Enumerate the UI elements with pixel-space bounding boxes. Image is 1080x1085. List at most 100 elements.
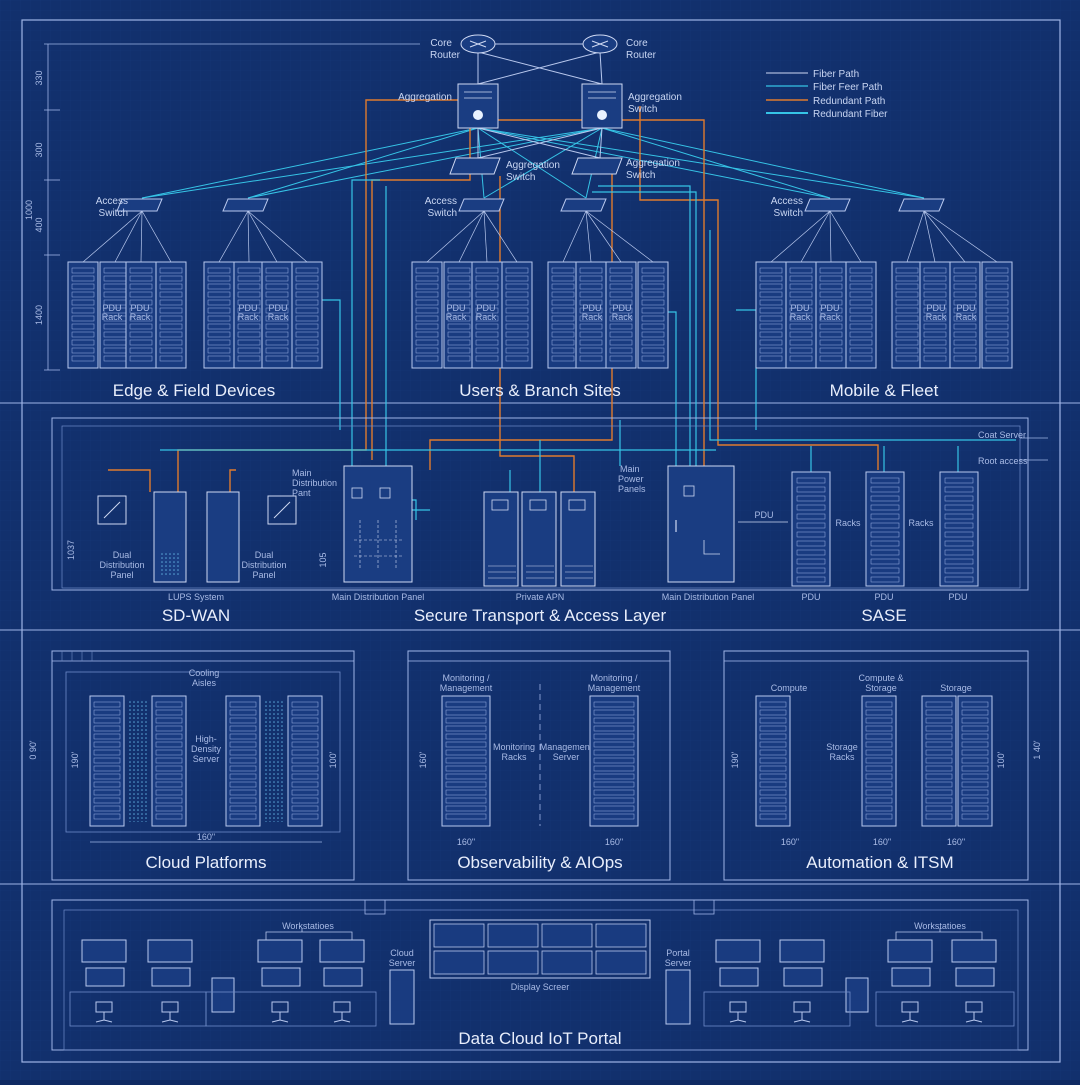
pdu-label: PDU [790,303,809,313]
main-dist-right-label: Main Distribution Panel [662,592,755,602]
auto-cs-label2: Storage [865,683,897,693]
obs-mgmt-2: Server [553,752,580,762]
server-rack [501,261,533,369]
cloud-rack [89,695,125,827]
cloud-rack [151,695,187,827]
rack-fanout [114,210,143,263]
server-rack [99,261,131,369]
dual-distribution-panel-left: Dual Distribution Panel [97,491,187,583]
display-panel [433,950,485,975]
server-racks-top: PDURackPDURackPDURackPDURackPDURackPDURa… [67,210,1013,369]
rack-label: Rack [956,312,977,322]
section-title-cloud: Cloud Platforms [146,853,267,872]
fiber-riser [709,230,1016,441]
access-switch [898,198,945,212]
fiber-riser [598,185,691,466]
cloud-rack [287,695,323,827]
aggregation-upper-right-label2: Switch [628,104,657,115]
rack-label: Rack [102,312,123,322]
server-rack [575,261,607,369]
display-panel [487,950,539,975]
aggregation-upper-left-label: Aggregation [398,92,452,103]
section-title-secure: Secure Transport & Access Layer [414,606,667,625]
main-dist-left-label: Main Distribution Panel [332,592,425,602]
workstation-bracket [895,928,983,940]
display-panel [595,923,647,948]
fiber-riser [592,191,697,466]
fiber-link [477,127,831,199]
file-cabinet [845,977,869,1013]
dual-right-label3: Panel [252,570,275,580]
monitor-upper [779,939,825,963]
section-title-sase: SASE [861,606,906,625]
rack-fanout [770,210,831,263]
outer-frame [21,19,1061,1063]
rack-label: Rack [476,312,497,322]
monitor-upper [319,939,365,963]
dual-left-label1: Dual [113,550,132,560]
section-title-sdwan: SD-WAN [162,606,230,625]
sase-rack [865,471,905,587]
obs-monracks-1: Monitoring [493,742,535,752]
server-rack [125,261,157,369]
rack-fanout [426,210,485,263]
core-link [477,51,601,85]
monitor-upper [147,939,193,963]
access-left-label1: Access [96,196,128,207]
access-mid-label2: Switch [428,208,457,219]
monitor-lower [323,967,363,987]
desk-row [703,991,851,1027]
pdu-label: PDU [476,303,495,313]
auto-sr-label1: Storage [826,742,858,752]
cloud-platforms-room: Cooling Aisles High- Density Server 190'… [28,650,355,881]
cooling-label2: Aisles [192,678,217,688]
rack-fanout [483,210,488,263]
pdu-label: PDU [926,303,945,313]
pdu-label: PDU [238,303,257,313]
core-link [599,51,603,85]
rack-fanout [906,210,925,263]
display-panel [433,923,485,948]
server-rack [981,261,1013,369]
workstations-label-right: Workstatioes [914,921,966,931]
redundant-path [108,469,151,492]
monitor-lower [783,967,823,987]
legend-label-redundant-fiber: Redundant Fiber [813,109,888,120]
cooling-aisle [264,700,284,822]
section-title-edge: Edge & Field Devices [113,381,276,400]
rack-label: Rack [612,312,633,322]
access-right-label1: Access [771,196,803,207]
obs-mon-right-2: Management [588,683,641,693]
rack-fanout [923,210,936,263]
sase-pdu-label-3: PDU [948,592,967,602]
desk-row [875,991,1015,1027]
auto-sr-label2: Racks [829,752,855,762]
auto-cs-label1: Compute & [858,673,903,683]
aggregation-upper-right-label1: Aggregation [628,92,682,103]
server-rack [67,261,99,369]
rack-fanout [483,210,518,263]
rack-label: Rack [238,312,259,322]
desk-row [205,991,377,1027]
automation-rack [921,695,957,827]
section-title-users: Users & Branch Sites [459,381,621,400]
fiber-riser [509,420,621,492]
obs-monracks-2: Racks [501,752,527,762]
auto-dim-h2: 100' [996,751,1006,768]
legend-label-fiber: Fiber Path [813,69,859,80]
sase-rack [939,471,979,587]
aggregation-switch-upper-right: Aggregation Switch [581,83,682,129]
sase-pdu-label-1: PDU [801,592,820,602]
rack-label: Rack [130,312,151,322]
rack-fanout [800,210,831,263]
pdu-label: PDU [268,303,287,313]
portal-server-label2: Server [665,958,692,968]
cloud-server-label1: Cloud [390,948,414,958]
cloud-dim-w: 160" [197,832,215,842]
server-rack [785,261,817,369]
server-rack [261,261,293,369]
redundant-path [371,128,471,460]
fiber-link [247,127,603,199]
server-rack [891,261,923,369]
portal-server-label1: Portal [666,948,690,958]
